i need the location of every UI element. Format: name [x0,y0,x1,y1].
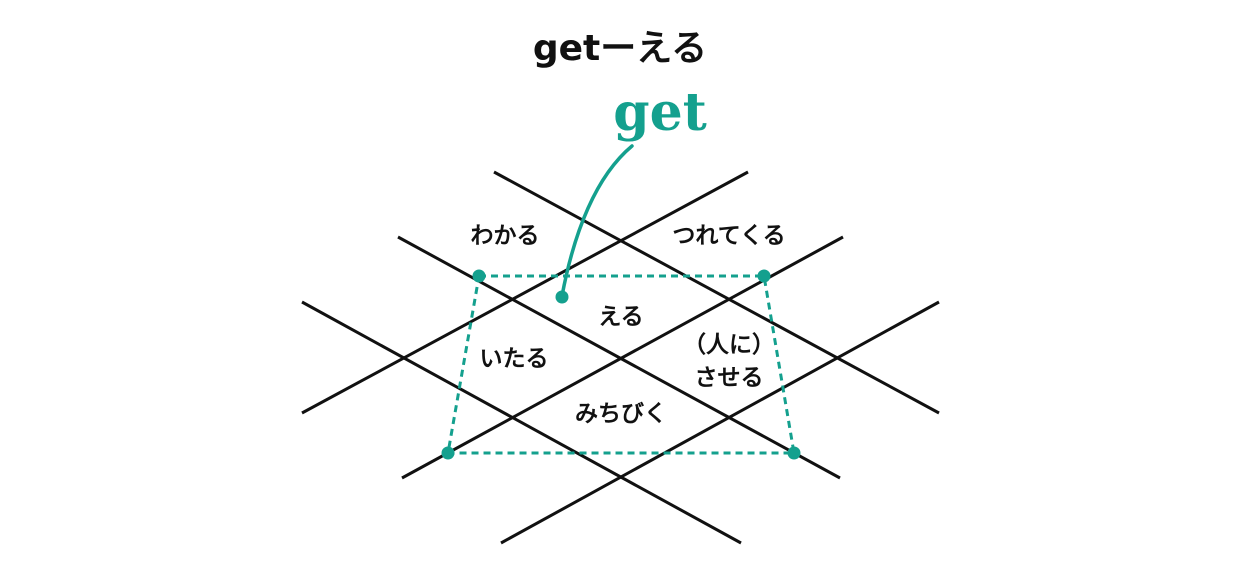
focus-region-outline [446,274,796,455]
label-michibiku: みちびく [575,401,667,427]
descending-lines [301,170,940,545]
label-itaru: いたる [480,346,549,372]
focus-corner-top-right [757,269,771,283]
focus-corner-bottom-left [441,446,455,460]
keyword-label: get [613,82,706,143]
diagram-title: getーえる [533,28,707,69]
grid-line-descending-3 [301,300,742,545]
focus-corner-top-left [472,269,486,283]
focus-corner-bottom-right [787,446,801,460]
label-wakaru: わかる [471,223,540,249]
ascending-lines [301,170,940,545]
grid-line-ascending-3 [500,300,940,545]
label-saseru: させる [695,365,764,391]
grid-line-descending-1 [493,170,940,415]
label-tsuretekuru: つれてくる [672,223,785,249]
label-hito-ni: （人に） [683,331,775,358]
keyword-pointer-line [560,144,634,298]
grid-line-ascending-2 [401,235,844,480]
grid-line-descending-2 [397,235,841,480]
grid-line-ascending-1 [301,170,749,415]
keyword-pointer-dot [555,290,569,304]
label-eru: える [598,304,643,330]
